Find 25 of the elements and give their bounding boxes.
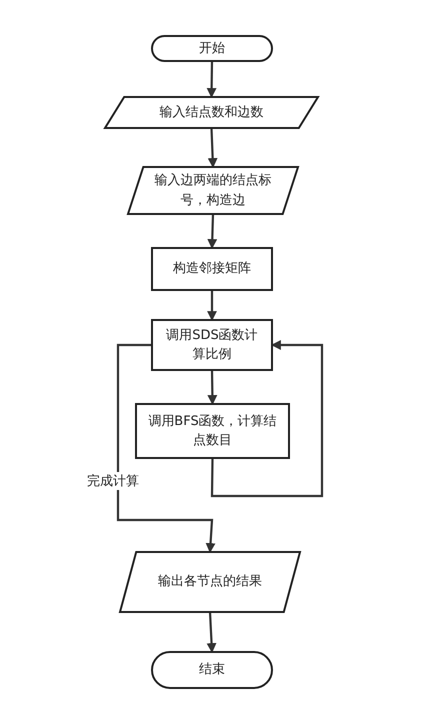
arrow — [207, 214, 218, 249]
io-parallelogram — [128, 167, 298, 214]
process-box — [152, 320, 272, 370]
node-text: 输入结点数和边数 — [160, 104, 264, 122]
arrow — [207, 290, 217, 321]
arrow — [208, 128, 218, 168]
arrow — [210, 340, 324, 498]
arrow — [207, 370, 218, 405]
io-parallelogram — [105, 97, 318, 128]
edge-label: 完成计算 — [86, 472, 140, 490]
node-text: 调用BFS函数，计算结点数目 — [148, 412, 277, 450]
io-parallelogram — [120, 552, 300, 612]
node-text: 结束 — [199, 661, 225, 680]
process-box — [136, 404, 289, 458]
terminal-node — [152, 36, 272, 61]
arrow — [206, 612, 216, 653]
terminal-node — [152, 652, 272, 688]
arrow — [116, 344, 216, 553]
arrow — [206, 60, 217, 98]
node-text: 构造邻接矩阵 — [173, 260, 251, 278]
node-text: 输入边两端的结点标号，构造边 — [154, 172, 272, 210]
node-text: 开始 — [199, 40, 225, 58]
node-text: 输出各节点的结果 — [158, 573, 262, 592]
node-text: 调用SDS函数计算比例 — [165, 326, 259, 364]
process-box — [152, 248, 272, 290]
